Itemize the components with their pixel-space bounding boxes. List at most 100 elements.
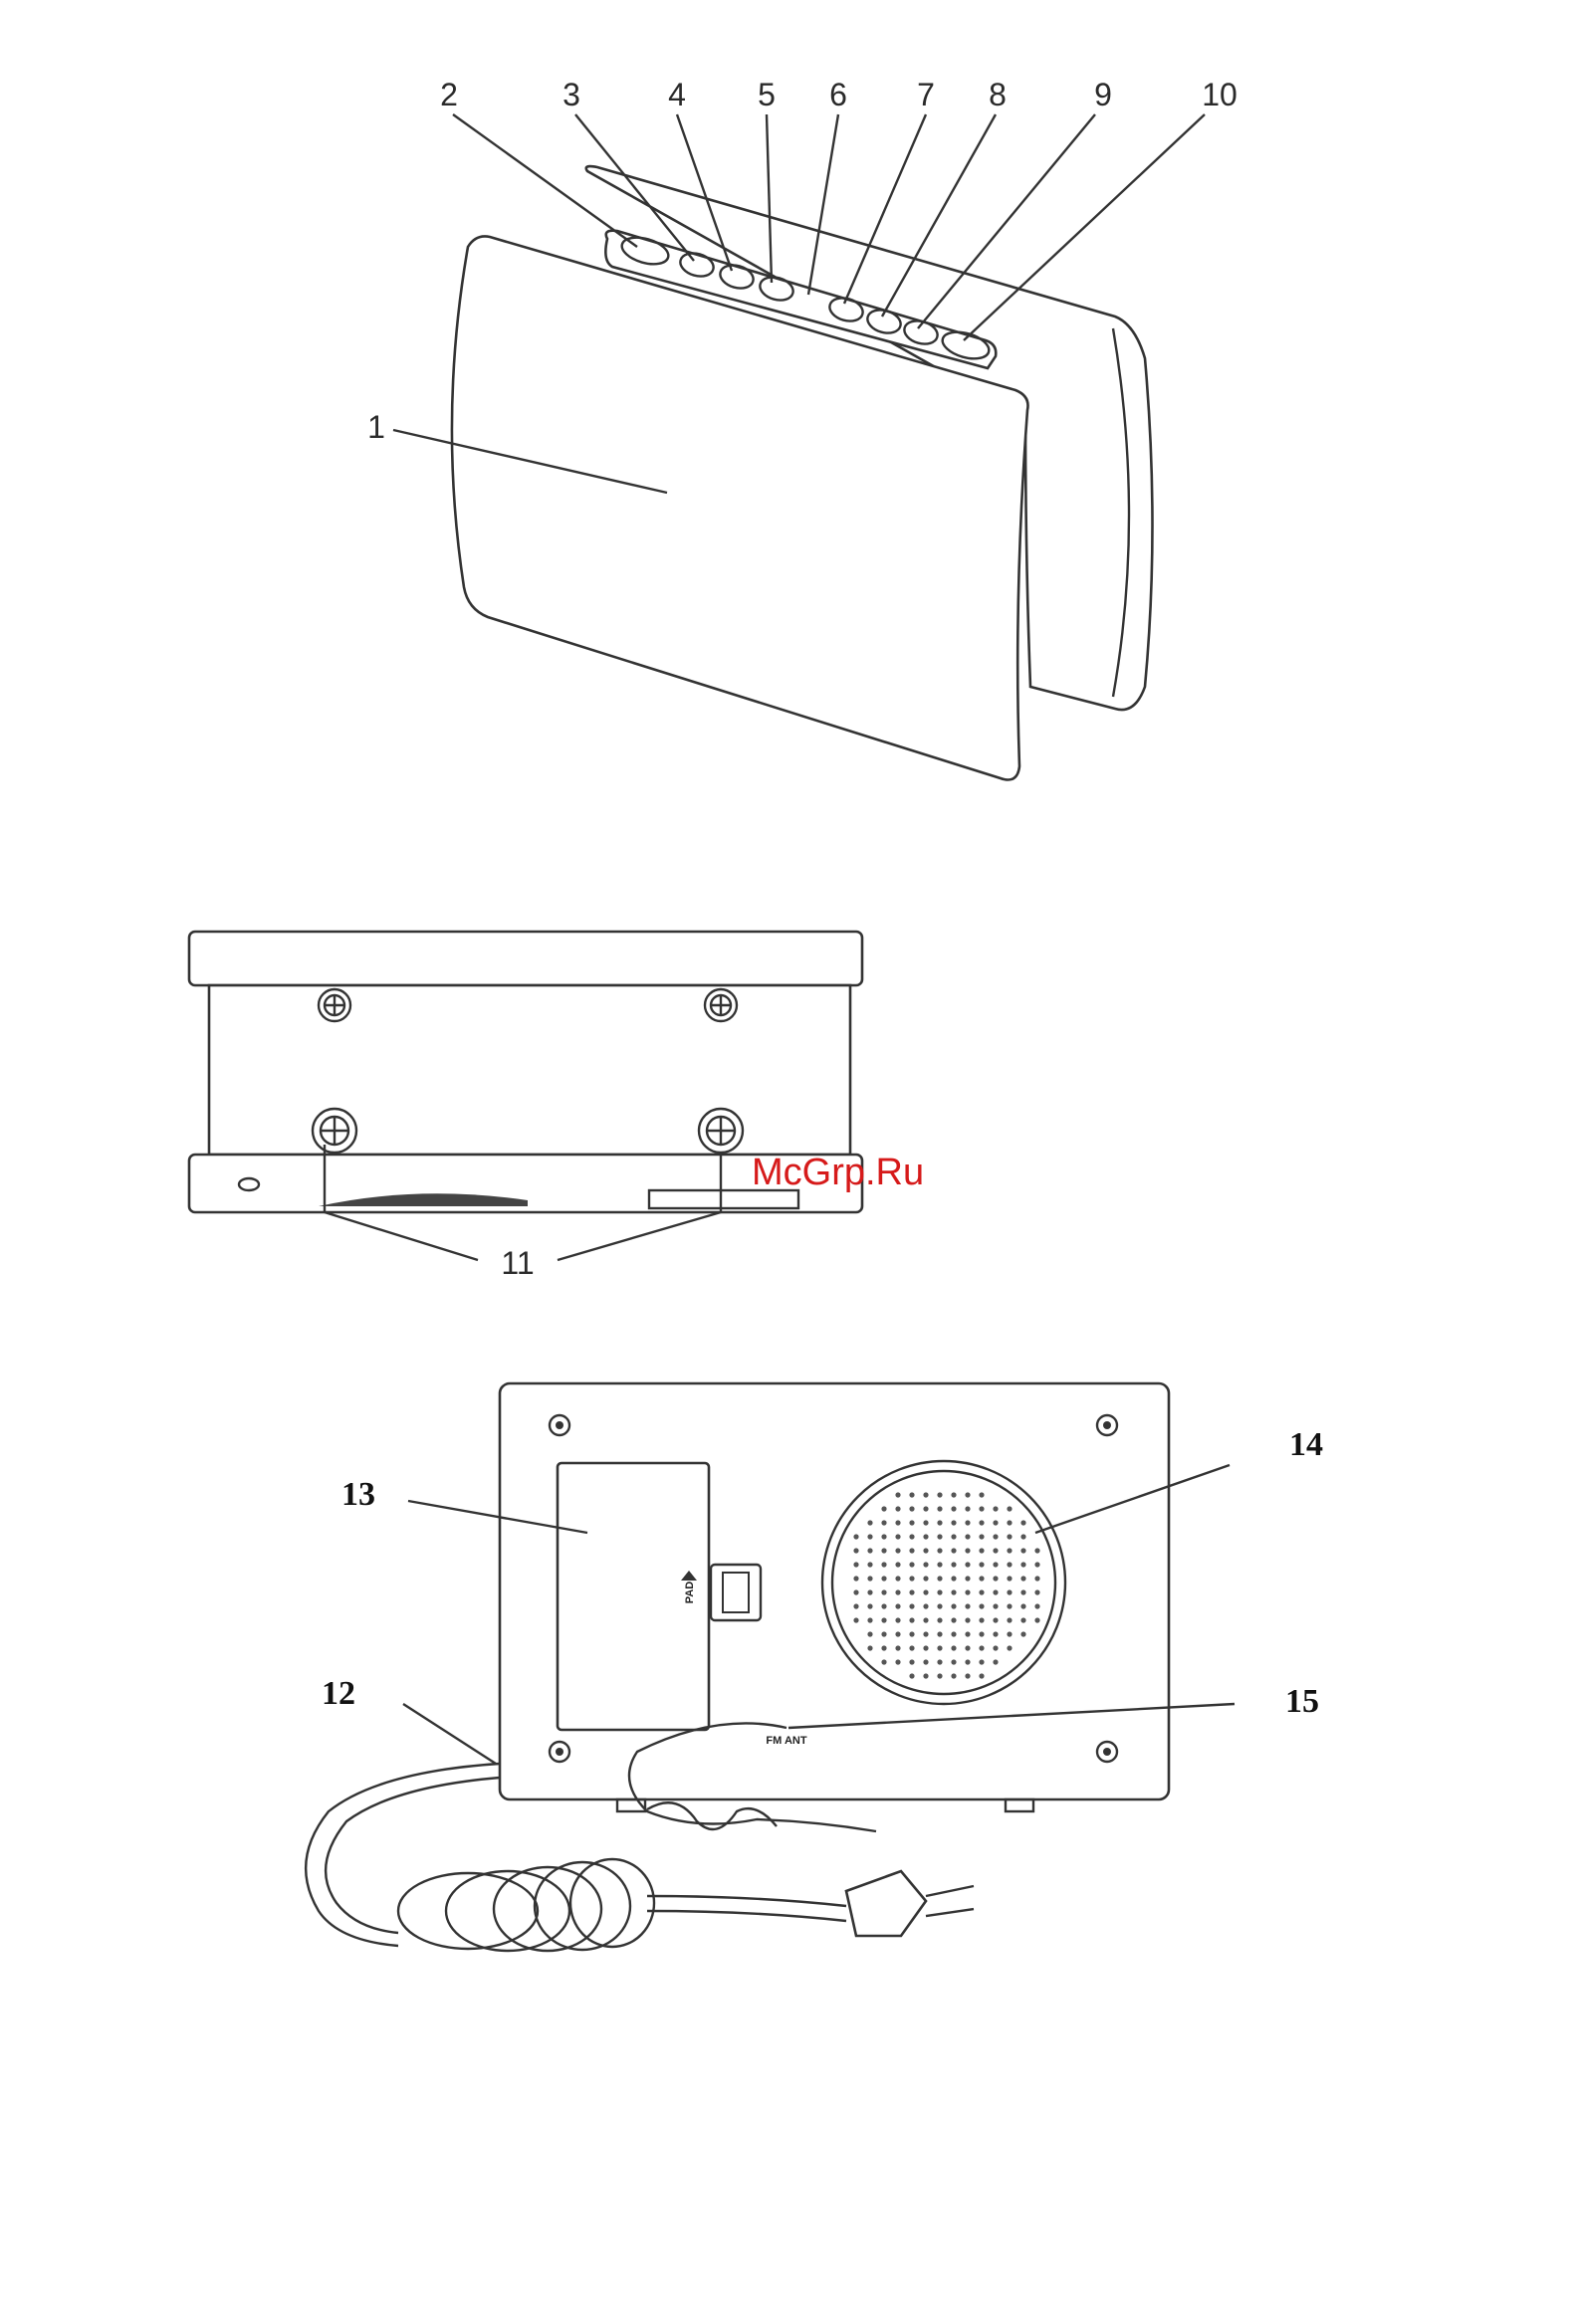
grille-hole xyxy=(951,1548,956,1553)
grille-hole xyxy=(895,1617,900,1622)
grille-hole xyxy=(895,1534,900,1539)
label-10: 10 xyxy=(1202,77,1238,112)
label-11: 11 xyxy=(501,1245,534,1281)
label-6: 6 xyxy=(829,77,847,112)
grille-hole xyxy=(1007,1617,1012,1622)
grille-hole xyxy=(895,1659,900,1664)
grille-hole xyxy=(1007,1520,1012,1525)
grille-hole xyxy=(1007,1506,1012,1511)
grille-hole xyxy=(853,1548,858,1553)
fm-antenna-label: FM ANT xyxy=(766,1735,806,1747)
grille-hole xyxy=(881,1520,886,1525)
grille-hole xyxy=(979,1520,984,1525)
grille-hole xyxy=(937,1603,942,1608)
grille-hole xyxy=(1020,1603,1025,1608)
grille-hole xyxy=(937,1659,942,1664)
grille-hole xyxy=(867,1548,872,1553)
grille-hole xyxy=(1020,1576,1025,1581)
grille-hole xyxy=(909,1603,914,1608)
grille-hole xyxy=(965,1659,970,1664)
grille-hole xyxy=(1007,1534,1012,1539)
grille-hole xyxy=(937,1506,942,1511)
grille-hole xyxy=(993,1631,998,1636)
grille-hole xyxy=(923,1576,928,1581)
grille-hole xyxy=(951,1576,956,1581)
grille-hole xyxy=(979,1603,984,1608)
grille-hole xyxy=(937,1576,942,1581)
label-9: 9 xyxy=(1094,77,1112,112)
grille-hole xyxy=(923,1603,928,1608)
grille-hole xyxy=(1007,1645,1012,1650)
grille-hole xyxy=(951,1562,956,1567)
grille-hole xyxy=(881,1576,886,1581)
grille-hole xyxy=(965,1631,970,1636)
grille-hole xyxy=(1020,1617,1025,1622)
grille-hole xyxy=(993,1589,998,1594)
grille-hole xyxy=(1007,1562,1012,1567)
label-1: 1 xyxy=(367,409,385,445)
label-15: 15 xyxy=(1285,1683,1319,1720)
power-plug xyxy=(846,1871,926,1936)
grille-hole xyxy=(937,1617,942,1622)
grille-hole xyxy=(881,1631,886,1636)
grille-hole xyxy=(867,1589,872,1594)
grille-hole xyxy=(867,1645,872,1650)
grille-hole xyxy=(965,1603,970,1608)
grille-hole xyxy=(867,1562,872,1567)
grille-hole xyxy=(951,1520,956,1525)
svg-text:PAD: PAD xyxy=(684,1582,696,1603)
grille-hole xyxy=(909,1492,914,1497)
grille-hole xyxy=(1034,1589,1039,1594)
grille-hole xyxy=(923,1659,928,1664)
grille-hole xyxy=(993,1534,998,1539)
grille-hole xyxy=(965,1534,970,1539)
grille-hole xyxy=(979,1631,984,1636)
grille-hole xyxy=(923,1520,928,1525)
grille-hole xyxy=(965,1617,970,1622)
grille-hole xyxy=(1020,1548,1025,1553)
grille-hole xyxy=(965,1576,970,1581)
grille-hole xyxy=(993,1548,998,1553)
grille-hole xyxy=(895,1631,900,1636)
grille-hole xyxy=(1020,1631,1025,1636)
grille-hole xyxy=(881,1548,886,1553)
grille-hole xyxy=(937,1548,942,1553)
grille-hole xyxy=(979,1589,984,1594)
grille-hole xyxy=(895,1492,900,1497)
grille-hole xyxy=(853,1617,858,1622)
grille-hole xyxy=(923,1534,928,1539)
grille-hole xyxy=(1007,1576,1012,1581)
grille-hole xyxy=(979,1576,984,1581)
grille-hole xyxy=(1020,1562,1025,1567)
grille-hole xyxy=(979,1562,984,1567)
grille-hole xyxy=(1034,1603,1039,1608)
grille-hole xyxy=(937,1520,942,1525)
grille-hole xyxy=(1034,1576,1039,1581)
grille-hole xyxy=(895,1576,900,1581)
grille-hole xyxy=(895,1548,900,1553)
grille-hole xyxy=(951,1534,956,1539)
grille-hole xyxy=(923,1548,928,1553)
grille-hole xyxy=(895,1603,900,1608)
grille-hole xyxy=(909,1506,914,1511)
grille-hole xyxy=(965,1645,970,1650)
grille-hole xyxy=(1007,1589,1012,1594)
grille-hole xyxy=(881,1506,886,1511)
grille-hole xyxy=(853,1603,858,1608)
grille-hole xyxy=(979,1548,984,1553)
grille-hole xyxy=(965,1506,970,1511)
label-2: 2 xyxy=(440,77,458,112)
grille-hole xyxy=(993,1617,998,1622)
label-5: 5 xyxy=(758,77,776,112)
label-3: 3 xyxy=(562,77,580,112)
grille-hole xyxy=(881,1603,886,1608)
grille-hole xyxy=(965,1548,970,1553)
grille-hole xyxy=(993,1603,998,1608)
grille-hole xyxy=(951,1673,956,1678)
label-7: 7 xyxy=(917,77,935,112)
grille-hole xyxy=(923,1631,928,1636)
grille-hole xyxy=(993,1576,998,1581)
grille-hole xyxy=(993,1520,998,1525)
figure-perspective-view: 2 3 4 5 6 7 8 9 10 1 xyxy=(367,77,1238,780)
